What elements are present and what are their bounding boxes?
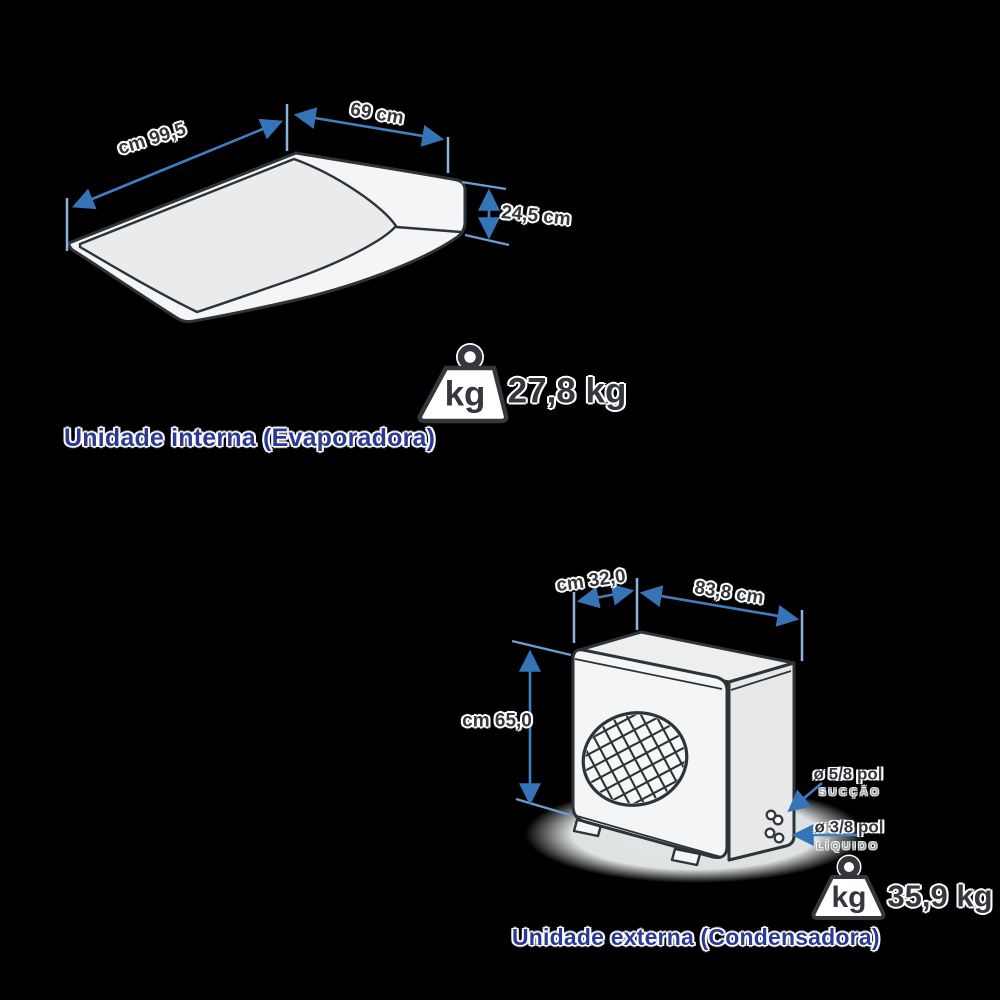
depth-dimension-arrow bbox=[576, 583, 635, 609]
outdoor-unit-side-face bbox=[727, 661, 796, 862]
indoor-unit-title: Unidade interna (Evaporadora) bbox=[64, 424, 436, 452]
weight-icon bbox=[417, 343, 509, 424]
extension-tick bbox=[461, 180, 507, 191]
suction-pipe-name-label: SUCÇÃO bbox=[818, 786, 882, 799]
indoor-weight-value: 27,8 kg bbox=[507, 371, 627, 411]
weight-icon-ring bbox=[457, 344, 483, 370]
liquid-pipe-fitting bbox=[773, 832, 785, 844]
outdoor-weight-value: 35,9 kg bbox=[887, 878, 993, 914]
weight-icon-block bbox=[417, 365, 509, 424]
liquid-pipe-name-label: LÍQUIDO bbox=[816, 840, 880, 853]
outdoor-dimension-lines bbox=[511, 578, 804, 817]
suction-pipe-fitting bbox=[772, 814, 784, 826]
pipe-connectors bbox=[764, 809, 785, 844]
indoor-unit-bottom-panel bbox=[78, 157, 398, 314]
depth-dimension-arrow bbox=[293, 107, 445, 147]
width-dimension-arrow bbox=[71, 118, 284, 210]
weight-icon-ring bbox=[838, 856, 860, 878]
liquid-pipe-fitting bbox=[764, 827, 776, 839]
extension-tick bbox=[511, 639, 572, 657]
liquid-pipe-size-label: ø 3/8 pol bbox=[814, 817, 884, 837]
front-bottom-crease bbox=[576, 815, 722, 858]
outdoor-height-label: cm 65,0 bbox=[462, 710, 532, 732]
outdoor-unit-drawing bbox=[571, 630, 796, 867]
indoor-unit-drawing bbox=[67, 151, 467, 324]
front-top-crease bbox=[574, 658, 723, 690]
outdoor-weight-icon-kg-label: kg bbox=[831, 881, 867, 914]
indoor-unit-cap-crease bbox=[395, 225, 462, 234]
indoor-dimension-lines bbox=[65, 104, 510, 251]
indoor-weight-icon-kg-label: kg bbox=[444, 374, 486, 414]
suction-callout-arrow bbox=[787, 782, 823, 813]
weight-icon bbox=[811, 854, 886, 920]
suction-pipe-size-label: ø 5/8 pol bbox=[813, 764, 883, 784]
width-dimension-arrow bbox=[639, 585, 800, 627]
extension-tick bbox=[464, 233, 510, 247]
side-top-crease bbox=[730, 670, 792, 691]
weight-icon-block bbox=[811, 875, 886, 920]
outdoor-unit-title: Unidade externa (Condensadora) bbox=[512, 924, 880, 950]
pipe-callout-arrows bbox=[787, 782, 857, 847]
suction-pipe-fitting bbox=[765, 809, 777, 821]
